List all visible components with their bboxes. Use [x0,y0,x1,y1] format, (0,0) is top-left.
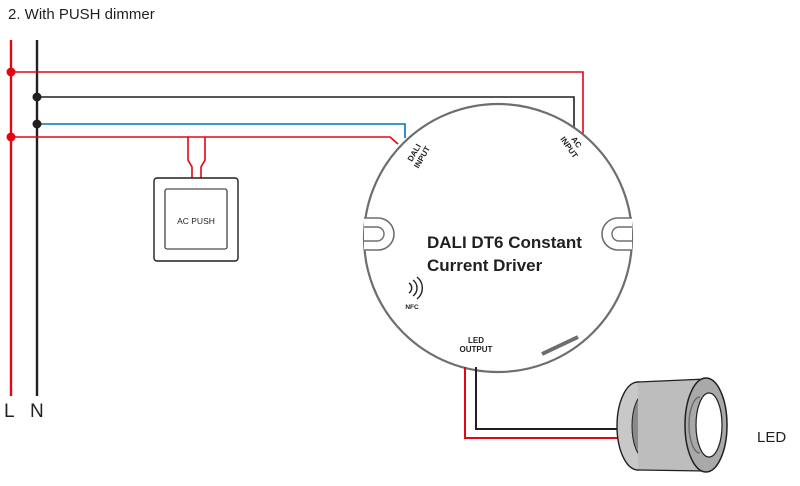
led-spotlight-icon [616,377,728,473]
svg-text:NFC: NFC [405,304,419,311]
junction-dot [6,67,16,77]
neutral-to-dali-input-wire [37,123,406,138]
mounting-lug-right [601,217,632,251]
driver: DALI INPUT AC INPUT LED OUTPUT DALI DT6 … [362,102,634,374]
driver-edge-detail [541,335,579,356]
push-dimmer: AC PUSH [153,177,239,262]
nfc-icon: NFC [405,276,423,311]
push-dimmer-label: AC PUSH [177,216,215,226]
led-output-label: LED OUTPUT [460,336,493,354]
push-input-wire [187,137,193,178]
junction-dot [32,92,42,102]
live-to-ac-input-wire [11,71,584,134]
push-output-wire [200,137,206,178]
neutral-rail-label: N [30,401,44,422]
junction-dot [6,132,16,142]
led-positive-wire [464,367,624,439]
led-negative-wire [475,367,624,430]
diagram-title: 2. With PUSH dimmer [8,6,155,23]
svg-text:LED: LED [468,336,484,345]
mounting-lug-left [364,217,395,251]
driver-name-line-2: Current Driver [427,256,543,275]
led-label: LED [757,429,786,446]
live-to-push-wire [11,136,399,145]
driver-name-line-1: DALI DT6 Constant [427,233,582,252]
junction-dot [32,119,42,129]
neutral-to-ac-input-wire [37,96,575,132]
live-rail-label: L [4,401,15,422]
svg-text:OUTPUT: OUTPUT [460,345,493,354]
